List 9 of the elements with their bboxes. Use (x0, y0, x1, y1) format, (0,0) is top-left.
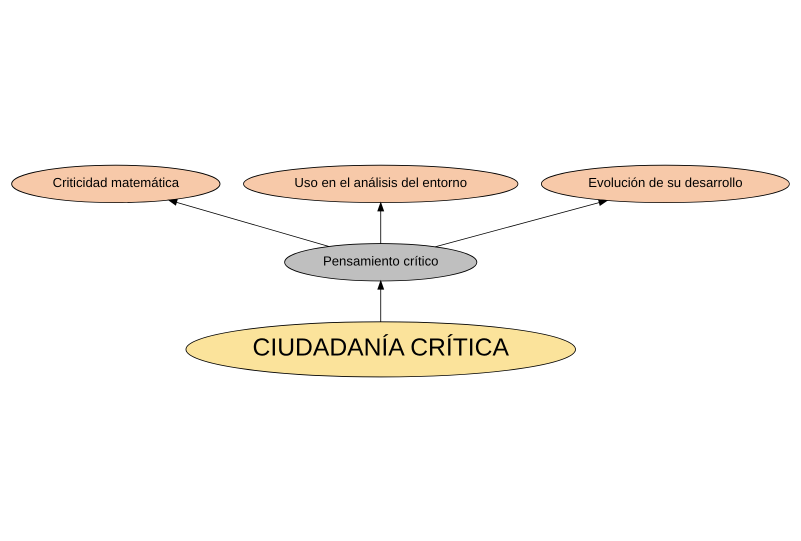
arrow (167, 198, 330, 246)
node-ellipse: Uso en el análisis del entorno (243, 164, 518, 203)
arrow (377, 279, 384, 322)
node-ellipse: CIUDADANÍA CRÍTICA (186, 320, 576, 377)
arrow (434, 198, 608, 247)
node-ellipse: Pensamiento crítico (284, 242, 478, 281)
arrow (377, 200, 384, 244)
node-ellipse: Evolución de su desarrollo (540, 164, 790, 203)
node-ellipse: Criticidad matemática (11, 164, 220, 203)
